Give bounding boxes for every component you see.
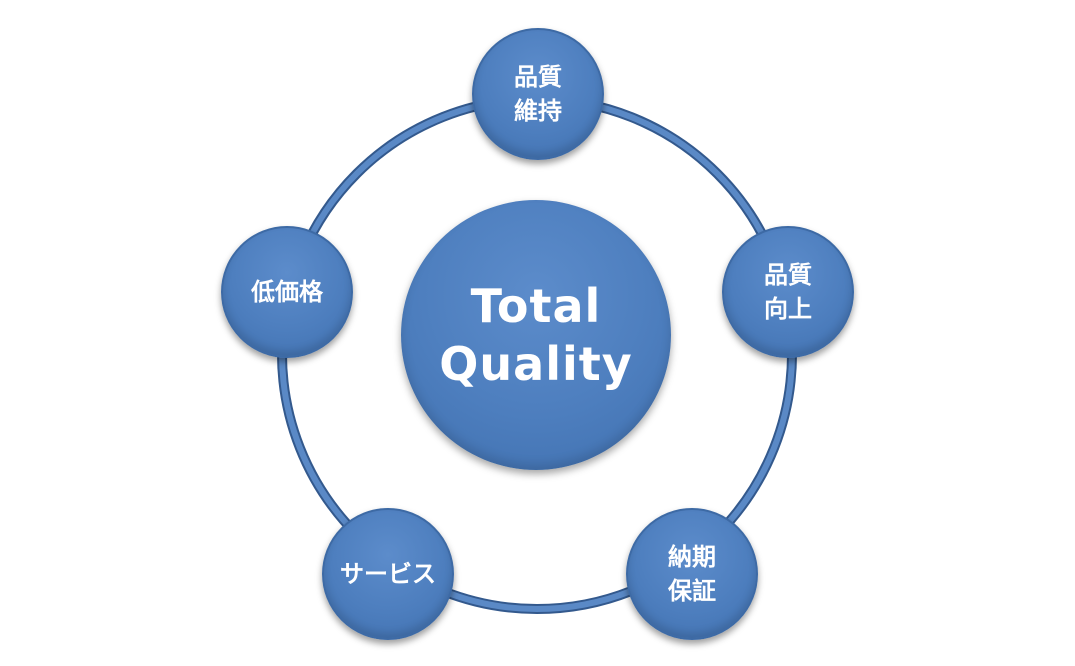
center-title: Total Quality — [439, 277, 632, 393]
node-service: サービス — [322, 508, 454, 640]
center-circle: Total Quality — [401, 200, 671, 470]
node-low-price: 低価格 — [221, 226, 353, 358]
center-title-line1: Total — [470, 279, 602, 333]
node-label: 低価格 — [251, 278, 323, 306]
node-quality-maintenance: 品質 維持 — [472, 28, 604, 160]
node-label: 品質 向上 — [764, 261, 812, 323]
center-title-line2: Quality — [439, 337, 633, 391]
node-quality-improvement: 品質 向上 — [722, 226, 854, 358]
node-delivery-guarantee: 納期 保証 — [626, 508, 758, 640]
node-label: 品質 維持 — [514, 63, 562, 125]
node-label: 納期 保証 — [668, 543, 716, 605]
node-label: サービス — [340, 560, 436, 588]
